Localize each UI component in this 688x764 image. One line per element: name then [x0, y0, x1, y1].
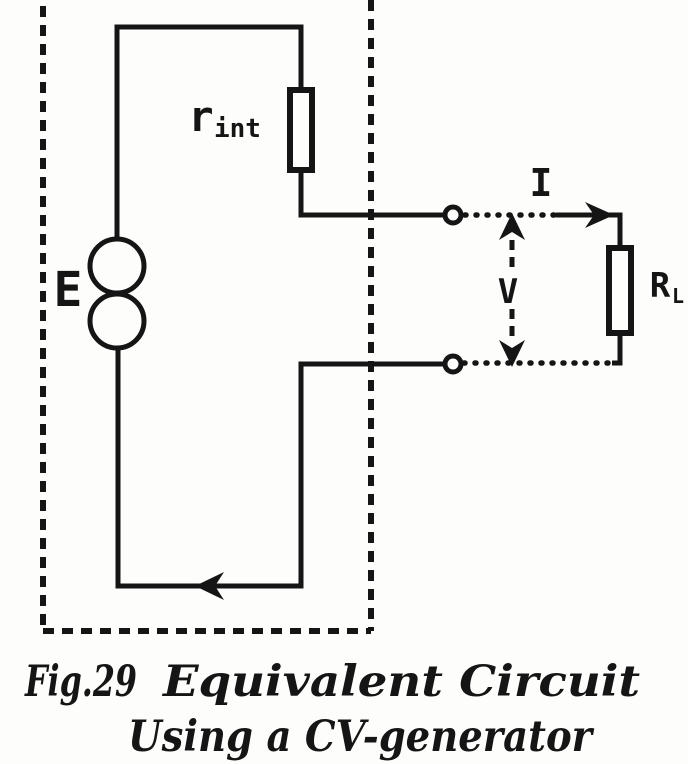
- output-terminal-top: [442, 204, 464, 226]
- current-direction-arrow-icon: [585, 202, 614, 228]
- figure-caption-title: Equivalent Circuit: [161, 657, 640, 707]
- loop-current-arrow-icon: [195, 572, 224, 600]
- figure-caption-subtitle: Using a CV-generator: [128, 712, 595, 762]
- load-resistance-label-sub: L: [672, 284, 684, 308]
- load-resistor-symbol: [606, 245, 634, 336]
- emf-label: E: [54, 262, 83, 318]
- output-terminal-bottom: [442, 353, 464, 375]
- voltage-arrow-up-icon: [499, 213, 525, 240]
- figure-caption-number: Fig.29: [24, 657, 137, 707]
- wire-top-loop: [114, 24, 304, 240]
- internal-resistor-symbol: [287, 87, 315, 173]
- emf-circle-bottom: [87, 291, 147, 351]
- wire-to-top-terminal: [298, 170, 444, 218]
- generator-boundary: [40, 0, 374, 634]
- wire-to-load-top: [556, 212, 623, 248]
- internal-resistance-label: r int: [188, 92, 261, 144]
- current-label: I: [530, 161, 553, 205]
- internal-resistance-label-base: r: [188, 92, 213, 141]
- voltage-label: V: [498, 272, 518, 312]
- wire-bottom-loop: [115, 349, 444, 589]
- figure-caption: Fig.29 Equivalent Circuit Using a CV-gen…: [24, 657, 641, 762]
- emf-circle-top: [87, 236, 147, 296]
- load-resistance-label: R L: [650, 266, 684, 308]
- emf-source-symbol: [87, 236, 147, 351]
- voltage-arrow-down-icon: [499, 340, 525, 367]
- wire-from-load-bottom: [612, 333, 623, 366]
- voltage-arrow: [499, 213, 525, 367]
- load-resistance-label-base: R: [650, 266, 671, 306]
- internal-resistance-label-sub: int: [214, 114, 261, 144]
